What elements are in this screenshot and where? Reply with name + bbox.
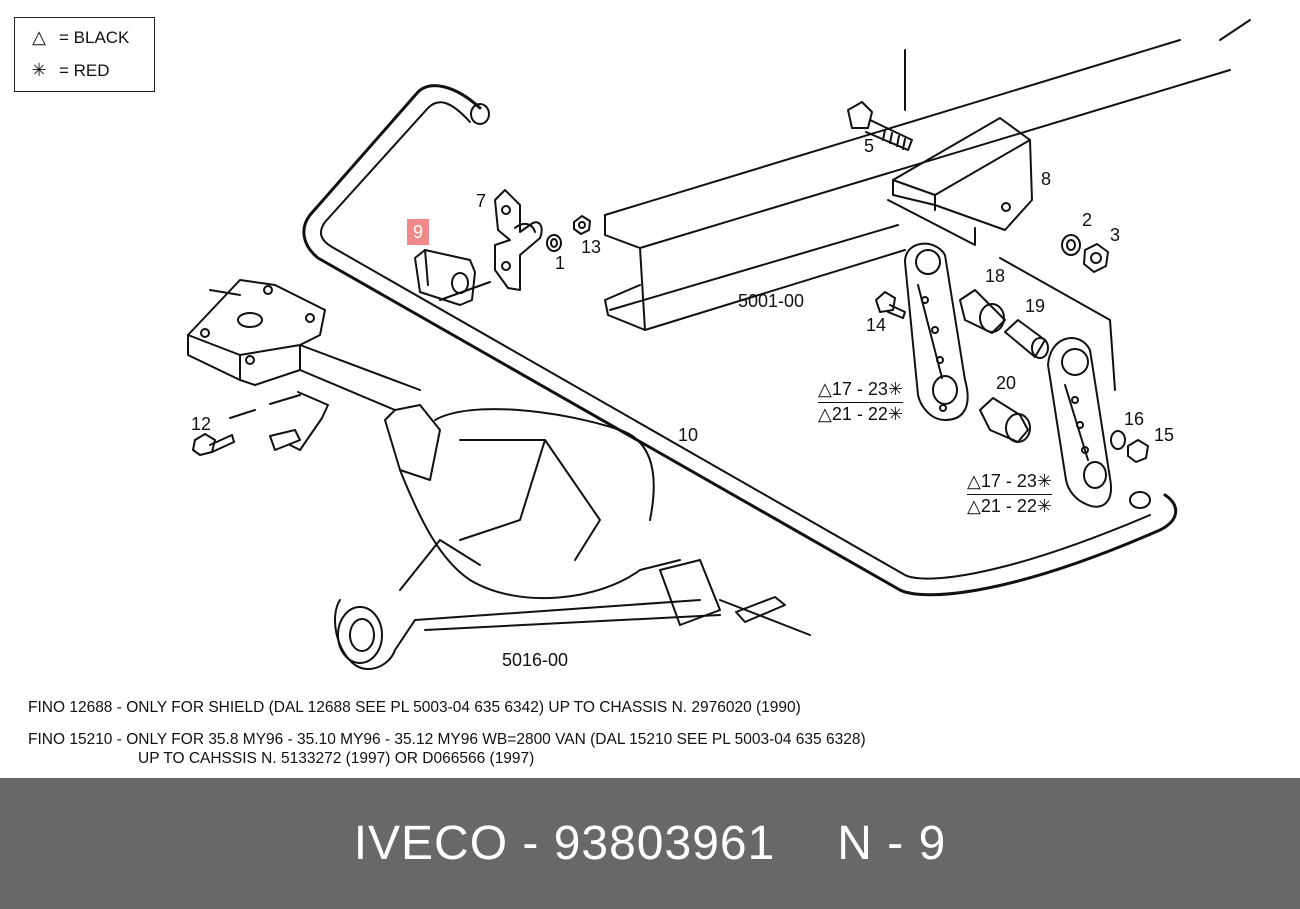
parts-diagram: △ = BLACK ✳ = RED 9 7 1 13 5 8 2 3 18 19… — [14, 17, 1251, 767]
stabilizer-bar-drawing — [302, 84, 1178, 597]
exploded-view-drawing — [187, 19, 1251, 670]
note-line-2: FINO 15210 - ONLY FOR 35.8 MY96 - 35.10 … — [28, 731, 866, 748]
frame-rail-drawing — [604, 19, 1251, 331]
callout-20[interactable]: 20 — [996, 373, 1017, 393]
color-code-left-bottom: △21 - 22✳ — [818, 403, 903, 424]
callout-9-highlighted[interactable]: 9 — [407, 219, 430, 245]
color-code-left: △17 - 23✳ △21 - 22✳ — [818, 378, 903, 425]
rubber-bushing-drawing — [414, 249, 491, 306]
callout-2[interactable]: 2 — [1082, 210, 1093, 230]
legend-row-black: △ = BLACK — [29, 27, 129, 48]
callout-18[interactable]: 18 — [985, 266, 1006, 286]
legend-row-red: ✳ = RED — [29, 60, 110, 81]
note-line-1: FINO 12688 - ONLY FOR SHIELD (DAL 12688 … — [28, 699, 801, 716]
callout-19[interactable]: 19 — [1025, 296, 1046, 316]
frame-reference[interactable]: 5001-00 — [738, 291, 805, 311]
callout-5[interactable]: 5 — [864, 136, 875, 156]
callout-10[interactable]: 10 — [678, 425, 699, 445]
callout-7[interactable]: 7 — [476, 191, 487, 211]
callout-3[interactable]: 3 — [1110, 225, 1121, 245]
axle-housing-drawing — [187, 279, 811, 670]
clamp-drawing — [494, 189, 543, 291]
bolt-drawing — [847, 101, 913, 151]
callout-13[interactable]: 13 — [581, 237, 602, 257]
footer-text: IVECO - 93803961 N - 9 — [354, 816, 947, 871]
bracket-drawing — [887, 117, 1116, 391]
link-arm-left-drawing — [904, 242, 969, 421]
axle-reference[interactable]: 5016-00 — [502, 650, 569, 670]
callout-12[interactable]: 12 — [191, 414, 212, 434]
color-code-right-top: △17 - 23✳ — [967, 470, 1052, 495]
legend-label-red: = RED — [59, 60, 110, 80]
callout-8[interactable]: 8 — [1041, 169, 1052, 189]
link-arm-right-drawing — [1047, 337, 1112, 508]
color-legend: △ = BLACK ✳ = RED — [14, 17, 155, 92]
bushings-drawing — [959, 289, 1049, 443]
color-code-left-top: △17 - 23✳ — [818, 378, 903, 403]
callout-14[interactable]: 14 — [866, 315, 887, 335]
callout-15[interactable]: 15 — [1154, 425, 1175, 445]
color-code-right-bottom: △21 - 22✳ — [967, 495, 1052, 516]
part-number-label: IVECO - 93803961 — [353, 817, 776, 870]
position-label: N - 9 — [837, 817, 947, 870]
callout-1[interactable]: 1 — [555, 253, 566, 273]
color-code-right: △17 - 23✳ △21 - 22✳ — [967, 470, 1052, 517]
triangle-icon: △ — [32, 27, 46, 47]
note-line-3: UP TO CAHSSIS N. 5133272 (1997) OR D0665… — [138, 750, 535, 767]
part-footer-bar: IVECO - 93803961 N - 9 — [0, 778, 1300, 909]
callout-16[interactable]: 16 — [1124, 409, 1145, 429]
asterisk-icon: ✳ — [31, 60, 47, 80]
legend-label-black: = BLACK — [59, 27, 130, 47]
